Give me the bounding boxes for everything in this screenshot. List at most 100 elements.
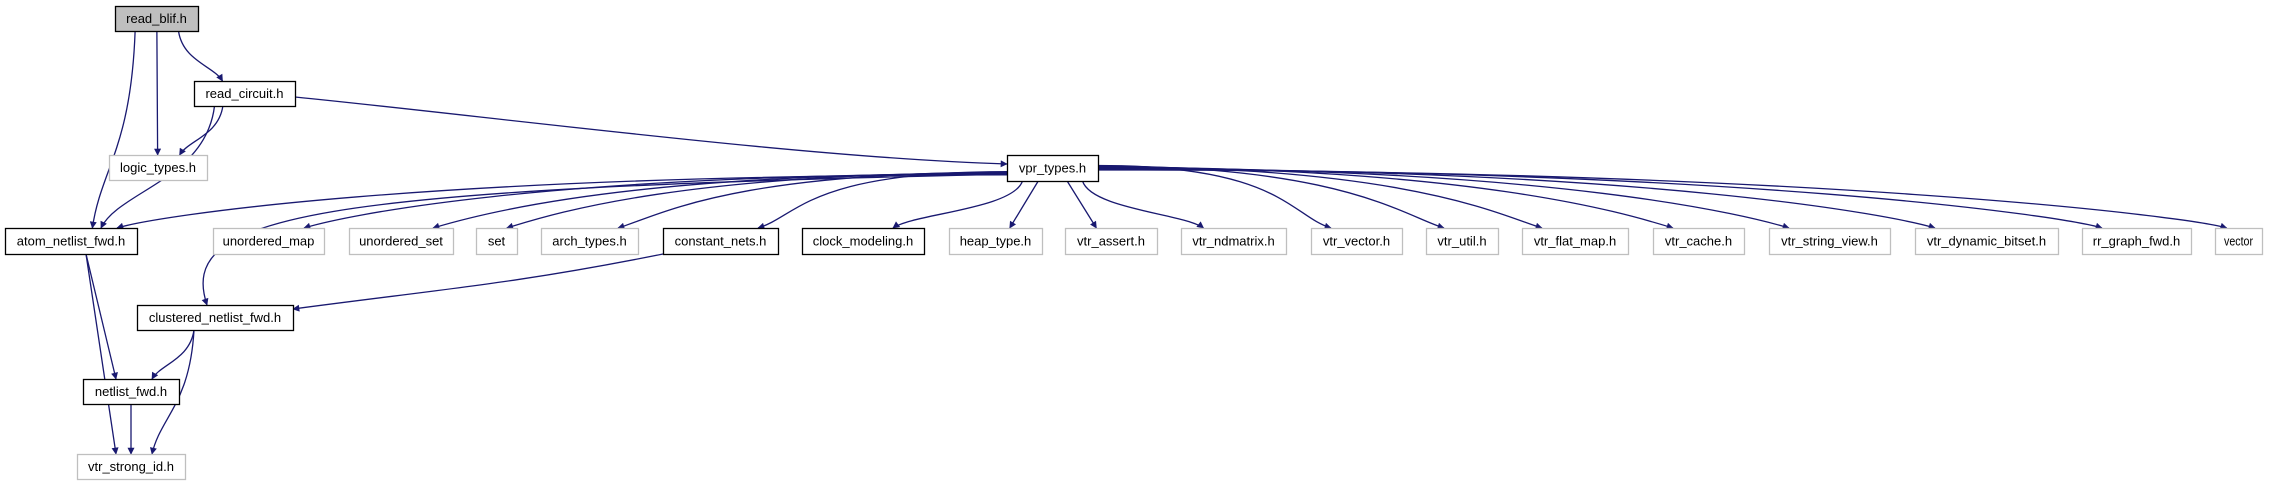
node-box xyxy=(1425,227,1500,256)
node-label: vtr_flat_map.h xyxy=(1534,234,1616,249)
node-logic-types[interactable]: logic_types.h xyxy=(108,154,209,182)
node-label: read_blif.h xyxy=(126,11,187,26)
node-label: unordered_map xyxy=(223,234,315,249)
node-vtr-dynamic-bitset[interactable]: vtr_dynamic_bitset.h xyxy=(1914,227,2060,256)
edge-read-blif-to-logic-types xyxy=(154,30,162,156)
node-box xyxy=(1064,227,1159,256)
node-vtr-string-view[interactable]: vtr_string_view.h xyxy=(1768,227,1892,256)
node-atom-netlist-fwd[interactable]: atom_netlist_fwd.h xyxy=(4,227,139,256)
edge-clustered-netlist-fwd-to-netlist-fwd xyxy=(151,329,195,380)
node-read-blif[interactable]: read_blif.h xyxy=(114,5,200,33)
node-box xyxy=(475,227,519,256)
edge-atom-netlist-fwd-to-vtr-strong-id xyxy=(85,253,119,455)
node-vtr-flat-map[interactable]: vtr_flat_map.h xyxy=(1521,227,1630,256)
node-box xyxy=(193,80,297,108)
node-vpr-types[interactable]: vpr_types.h xyxy=(1006,154,1100,183)
node-box xyxy=(801,227,926,256)
node-heap-type[interactable]: heap_type.h xyxy=(948,227,1044,256)
edge-vpr-types-to-vector xyxy=(1097,169,2228,230)
node-box xyxy=(4,227,139,256)
node-box xyxy=(136,304,295,332)
node-label: vtr_util.h xyxy=(1437,234,1486,249)
node-vtr-util[interactable]: vtr_util.h xyxy=(1425,227,1500,256)
node-box xyxy=(108,154,209,182)
edge-vpr-types-to-clustered-netlist-fwd xyxy=(201,173,1008,306)
node-box xyxy=(2081,227,2193,256)
node-label: constant_nets.h xyxy=(675,234,767,249)
node-vtr-assert[interactable]: vtr_assert.h xyxy=(1064,227,1159,256)
node-label: vtr_vector.h xyxy=(1323,234,1390,249)
edge-read-blif-to-read-circuit xyxy=(177,30,224,82)
node-label: vtr_cache.h xyxy=(1665,234,1732,249)
node-box xyxy=(662,227,780,256)
edge-vpr-types-to-vtr-flat-map xyxy=(1097,165,1543,230)
edge-vpr-types-to-constant-nets xyxy=(757,171,1008,230)
node-vtr-cache[interactable]: vtr_cache.h xyxy=(1652,227,1746,256)
node-vtr-strong-id[interactable]: vtr_strong_id.h xyxy=(76,453,187,481)
node-box xyxy=(1521,227,1630,256)
node-unordered-set[interactable]: unordered_set xyxy=(348,227,455,256)
node-box xyxy=(1310,227,1404,256)
node-constant-nets[interactable]: constant_nets.h xyxy=(662,227,780,256)
node-box xyxy=(540,227,640,256)
edge-vpr-types-to-heap-type xyxy=(1009,180,1039,229)
edge-constant-nets-to-clustered-netlist-fwd xyxy=(292,253,664,312)
node-box xyxy=(1006,154,1100,183)
node-box xyxy=(212,227,326,256)
node-box xyxy=(1768,227,1892,256)
node-label: vector xyxy=(2224,234,2254,249)
node-box xyxy=(114,5,200,33)
edge-read-circuit-to-vpr-types xyxy=(294,96,1008,168)
node-rr-graph-fwd[interactable]: rr_graph_fwd.h xyxy=(2081,227,2193,256)
node-label: vtr_string_view.h xyxy=(1781,234,1878,249)
node-netlist-fwd[interactable]: netlist_fwd.h xyxy=(82,378,181,406)
node-label: clock_modeling.h xyxy=(813,234,913,249)
node-label: vtr_strong_id.h xyxy=(88,459,174,474)
node-arch-types[interactable]: arch_types.h xyxy=(540,227,640,256)
node-vtr-ndmatrix[interactable]: vtr_ndmatrix.h xyxy=(1180,227,1288,256)
node-label: atom_netlist_fwd.h xyxy=(17,234,125,249)
edge-vpr-types-to-clock-modeling xyxy=(892,180,1024,229)
node-label: unordered_set xyxy=(359,234,443,249)
node-label: vtr_assert.h xyxy=(1077,234,1145,249)
node-label: clustered_netlist_fwd.h xyxy=(149,310,281,325)
edge-vpr-types-to-atom-netlist-fwd xyxy=(116,174,1008,230)
edge-vpr-types-to-unordered-set xyxy=(432,172,1008,230)
node-label: vtr_dynamic_bitset.h xyxy=(1927,234,2046,249)
edge-clustered-netlist-fwd-to-vtr-strong-id xyxy=(149,329,195,455)
edge-vpr-types-to-set xyxy=(506,172,1008,230)
edge-vpr-types-to-vtr-cache xyxy=(1097,166,1674,230)
node-label: set xyxy=(488,234,506,249)
edge-read-blif-to-atom-netlist-fwd xyxy=(89,30,136,229)
node-clock-modeling[interactable]: clock_modeling.h xyxy=(801,227,926,256)
node-read-circuit[interactable]: read_circuit.h xyxy=(193,80,297,108)
edge-atom-netlist-fwd-to-netlist-fwd xyxy=(85,253,118,380)
nodes-layer: read_blif.h read_circuit.h logic_types.h vp… xyxy=(4,5,2264,481)
node-set[interactable]: set xyxy=(475,227,519,256)
edge-read-circuit-to-logic-types xyxy=(179,105,224,156)
node-clustered-netlist-fwd[interactable]: clustered_netlist_fwd.h xyxy=(136,304,295,332)
node-label: read_circuit.h xyxy=(205,86,283,101)
node-box xyxy=(82,378,181,406)
node-box xyxy=(1180,227,1288,256)
node-label: arch_types.h xyxy=(552,234,626,249)
node-box xyxy=(2214,227,2264,256)
node-label: netlist_fwd.h xyxy=(95,384,167,399)
node-label: rr_graph_fwd.h xyxy=(2093,234,2180,249)
edge-vpr-types-to-vtr-ndmatrix xyxy=(1081,180,1205,229)
node-vector[interactable]: vector xyxy=(2214,227,2264,256)
node-box xyxy=(76,453,187,481)
node-label: vtr_ndmatrix.h xyxy=(1192,234,1274,249)
edges-layer xyxy=(85,30,2228,455)
edge-vpr-types-to-arch-types xyxy=(617,171,1008,230)
node-box xyxy=(1914,227,2060,256)
node-unordered-map[interactable]: unordered_map xyxy=(212,227,326,256)
node-box xyxy=(348,227,455,256)
edge-vpr-types-to-vtr-assert xyxy=(1066,180,1097,229)
node-box xyxy=(1652,227,1746,256)
node-box xyxy=(948,227,1044,256)
node-label: logic_types.h xyxy=(120,160,196,175)
node-vtr-vector[interactable]: vtr_vector.h xyxy=(1310,227,1404,256)
node-label: vpr_types.h xyxy=(1019,161,1086,176)
